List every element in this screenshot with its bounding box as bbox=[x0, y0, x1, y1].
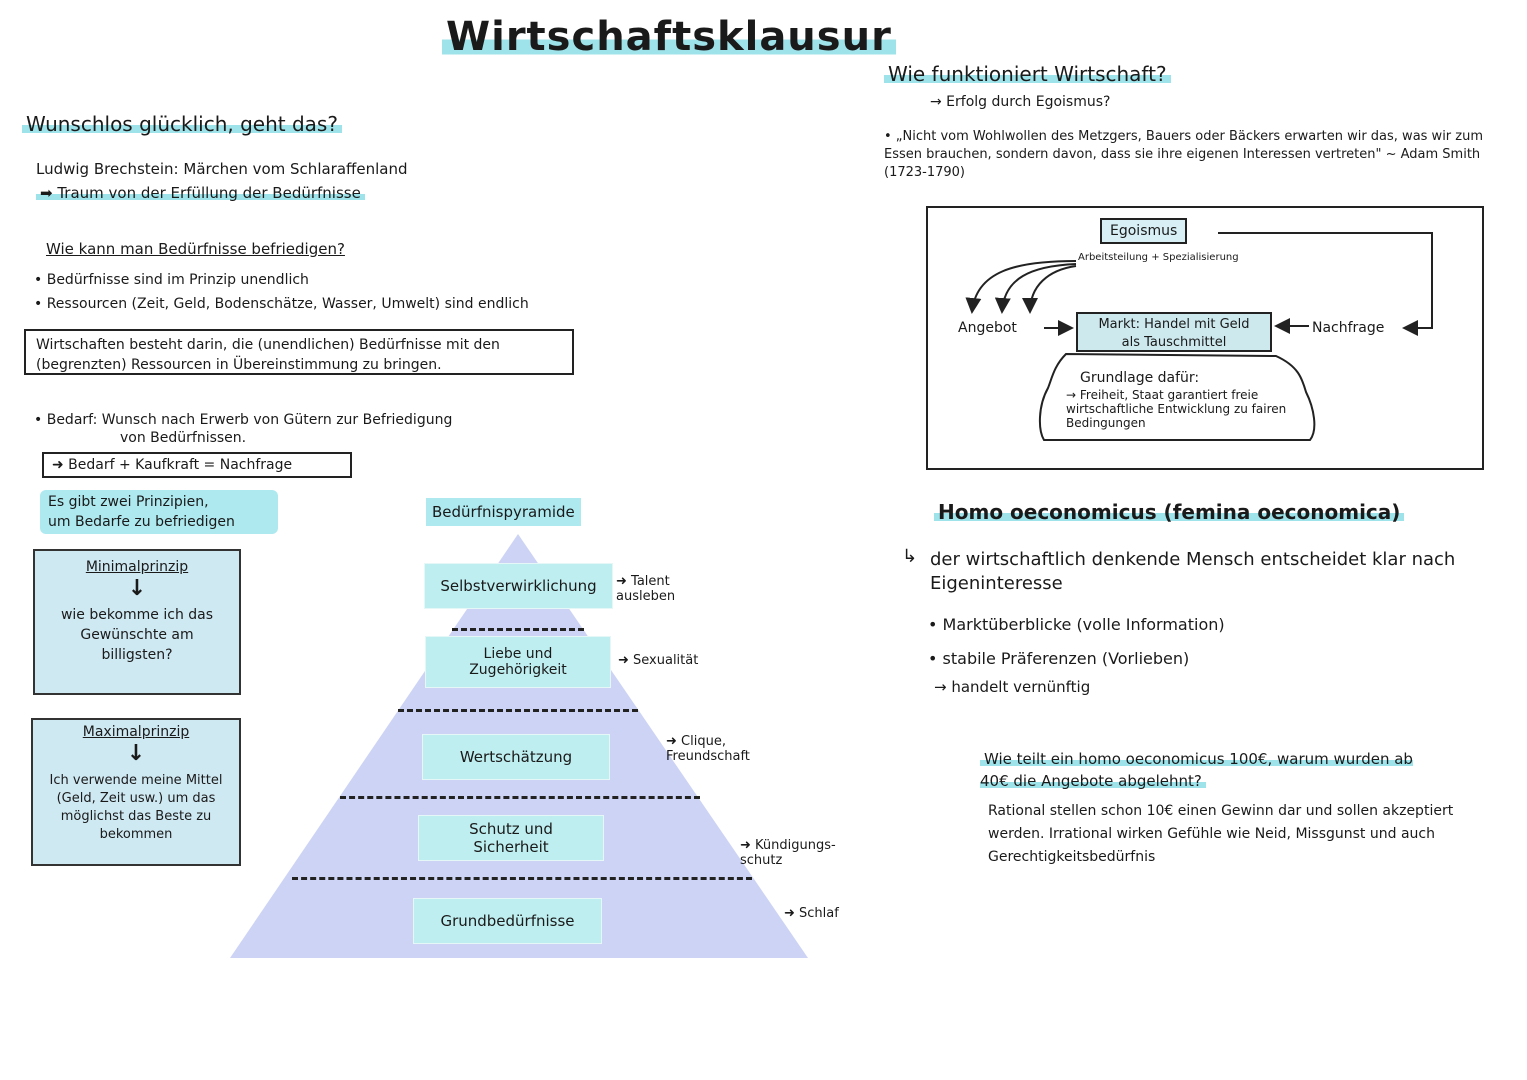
minimalprinzip-title: Minimalprinzip bbox=[85, 559, 189, 575]
smith-quote: • „Nicht vom Wohlwollen des Metzgers, Ba… bbox=[884, 129, 1484, 180]
definition-box: Wirtschaften besteht darin, die (unendli… bbox=[24, 329, 574, 375]
list-item: • Bedürfnisse sind im Prinzip unendlich bbox=[34, 272, 309, 288]
pyramid-level-3: Wertschätzung bbox=[422, 734, 610, 780]
principles-heading: Es gibt zwei Prinzipien, um Bedarfe zu b… bbox=[40, 490, 278, 534]
homo-result: → handelt vernünftig bbox=[934, 678, 1091, 696]
pyramid-level-label: Grundbedürfnisse bbox=[440, 912, 575, 930]
definition-text: Wirtschaften besteht darin, die (unendli… bbox=[36, 337, 500, 373]
pyramid-note-3: ➜ Clique, Freundschaft bbox=[666, 734, 750, 764]
principles-heading-line-2: um Bedarfe zu befriedigen bbox=[48, 514, 235, 530]
bedarf-line-2: von Bedürfnissen. bbox=[120, 430, 247, 446]
down-arrow-icon: ↓ bbox=[127, 576, 147, 601]
markt-line-2: als Tauschmittel bbox=[1121, 335, 1227, 350]
book-line: Ludwig Brechstein: Märchen vom Schlaraff… bbox=[36, 160, 408, 178]
pyramid-level-label: Wertschätzung bbox=[459, 748, 573, 766]
maximalprinzip-text: Ich verwende meine Mittel (Geld, Zeit us… bbox=[49, 773, 223, 842]
left-heading: Wunschlos glücklich, geht das? bbox=[22, 112, 342, 136]
book-note: ➡ Traum von der Erfüllung der Bedürfniss… bbox=[36, 182, 365, 204]
question-heading: Wie kann man Bedürfnisse befriedigen? bbox=[46, 240, 345, 258]
egoismus-box: Egoismus bbox=[1100, 218, 1188, 244]
markt-box: Markt: Handel mit Geld als Tauschmittel bbox=[1076, 312, 1272, 352]
pyramid-note-4: ➜ Kündigungs-schutz bbox=[740, 838, 836, 868]
formula-text: ➜ Bedarf + Kaufkraft = Nachfrage bbox=[52, 457, 293, 473]
question-box: Wie teilt ein homo oeconomicus 100€, war… bbox=[980, 748, 1440, 792]
homo-list: • Marktüberblicke (volle Information) • … bbox=[928, 608, 1225, 676]
grundlage-title: Grundlage dafür: bbox=[1080, 370, 1200, 386]
minimalprinzip-box: Minimalprinzip ↓ wie bekomme ich das Gew… bbox=[33, 549, 241, 695]
pyramid-divider bbox=[292, 877, 752, 880]
maximalprinzip-box: Maximalprinzip ↓ Ich verwende meine Mitt… bbox=[31, 718, 241, 866]
pyramid-note-1: ➜ Talent ausleben bbox=[616, 574, 676, 604]
right-heading: Wie funktioniert Wirtschaft? bbox=[884, 62, 1171, 86]
principles-heading-line-1: Es gibt zwei Prinzipien, bbox=[48, 494, 209, 510]
right-heading-text: Wie funktioniert Wirtschaft? bbox=[884, 62, 1171, 86]
turn-arrow-icon: ↳ bbox=[902, 546, 918, 567]
pyramid-level-5: Grundbedürfnisse bbox=[413, 898, 602, 944]
list-item: • stabile Präferenzen (Vorlieben) bbox=[928, 649, 1190, 668]
pyramid-heading-text: Bedürfnispyramide bbox=[432, 503, 575, 521]
markt-line-1: Markt: Handel mit Geld bbox=[1098, 317, 1250, 332]
pyramid-level-label: Selbstverwirklichung bbox=[440, 577, 597, 595]
answer-text: Rational stellen schon 10€ einen Gewinn … bbox=[988, 803, 1454, 865]
pyramid-level-label: Liebe und Zugehörigkeit bbox=[469, 646, 567, 678]
arbeitsteilung-label: Arbeitsteilung + Spezialisierung bbox=[1078, 252, 1239, 263]
pyramid-heading: Bedürfnispyramide bbox=[426, 498, 581, 526]
page-title: Wirtschaftsklausur bbox=[442, 14, 896, 60]
pyramid-level-2: Liebe und Zugehörigkeit bbox=[425, 636, 611, 688]
market-diagram-arrows bbox=[965, 232, 1433, 441]
maximalprinzip-title: Maximalprinzip bbox=[82, 724, 190, 740]
pyramid-note-2: ➜ Sexualität bbox=[618, 653, 699, 668]
pyramid-level-1: Selbstverwirklichung bbox=[424, 563, 613, 609]
pyramid-divider bbox=[340, 796, 700, 799]
homo-heading-text: Homo oeconomicus (femina oeconomica) bbox=[934, 500, 1405, 524]
bedarf-line-1: • Bedarf: Wunsch nach Erwerb von Gütern … bbox=[34, 412, 453, 428]
needs-list: • Bedürfnisse sind im Prinzip unendlich … bbox=[34, 270, 574, 314]
book-note-text: ➡ Traum von der Erfüllung der Bedürfniss… bbox=[36, 184, 365, 202]
list-item: • Ressourcen (Zeit, Geld, Bodenschätze, … bbox=[34, 296, 529, 312]
pyramid-level-label: Schutz und Sicherheit bbox=[469, 820, 553, 856]
angebot-label: Angebot bbox=[958, 320, 1017, 336]
pyramid-level-4: Schutz und Sicherheit bbox=[418, 815, 604, 861]
pyramid-note-5: ➜ Schlaf bbox=[784, 906, 839, 921]
pyramid-divider bbox=[398, 709, 638, 712]
homo-intro: der wirtschaftlich denkende Mensch entsc… bbox=[930, 549, 1456, 594]
down-arrow-icon: ↓ bbox=[126, 741, 146, 766]
formula-box: ➜ Bedarf + Kaufkraft = Nachfrage bbox=[42, 452, 352, 478]
question-text: Wie teilt ein homo oeconomicus 100€, war… bbox=[980, 750, 1413, 790]
nachfrage-label: Nachfrage bbox=[1312, 320, 1385, 336]
right-subheading: → Erfolg durch Egoismus? bbox=[930, 94, 1111, 110]
grundlage-text: → Freiheit, Staat garantiert freie wirts… bbox=[1066, 388, 1287, 430]
homo-heading: Homo oeconomicus (femina oeconomica) bbox=[934, 500, 1405, 524]
list-item: • Marktüberblicke (volle Information) bbox=[928, 615, 1225, 634]
minimalprinzip-text: wie bekomme ich das Gewünschte am billig… bbox=[60, 607, 214, 663]
left-heading-text: Wunschlos glücklich, geht das? bbox=[22, 112, 342, 136]
page-title-text: Wirtschaftsklausur bbox=[442, 14, 896, 60]
pyramid-divider bbox=[452, 628, 584, 631]
